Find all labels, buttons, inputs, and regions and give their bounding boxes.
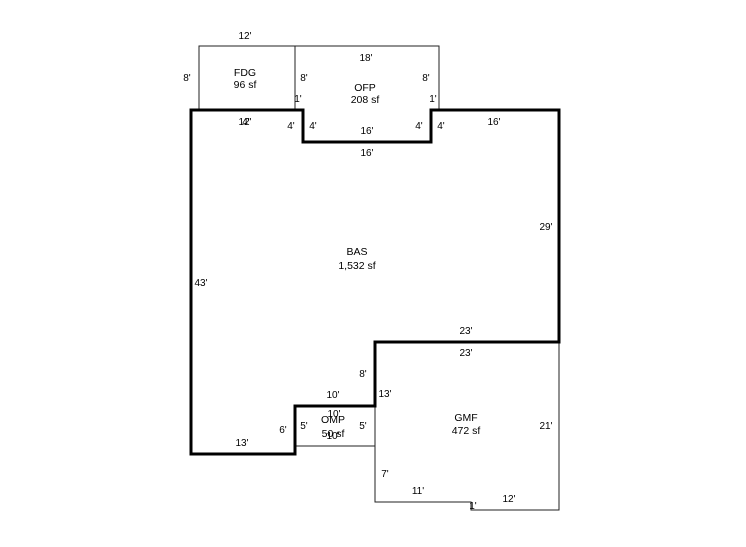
dim-notch-bottom-outer: 16' xyxy=(360,148,373,159)
dim-gmf-left-lower: 7' xyxy=(381,469,389,480)
dim-notch-right-inner: 4' xyxy=(415,121,423,132)
gmf-size: 472 sf xyxy=(452,425,481,437)
dim-omp-top-inner: 10' xyxy=(327,409,340,420)
dim-bas-left: 43' xyxy=(194,278,207,289)
dim-fdg-bottom-b: 4' xyxy=(242,117,250,128)
gmf-name: GMF xyxy=(454,412,477,424)
dim-gmf-bottom-left: 11' xyxy=(412,486,424,497)
gmf-outline xyxy=(374,342,560,511)
ofp-name: OFP xyxy=(354,82,376,94)
omp-size: 50 sf xyxy=(322,428,345,440)
dim-notch-left-outer: 4' xyxy=(287,121,295,132)
dim-bas-bottom: 13' xyxy=(235,438,248,449)
fdg-size: 96 sf xyxy=(234,79,257,91)
dim-ofp-top: 18' xyxy=(359,53,372,64)
dim-gmf-bottom-right: 12' xyxy=(502,494,515,505)
bas-outline xyxy=(189,108,561,456)
dim-omp-right: 5' xyxy=(359,421,367,432)
dim-omp-left: 5' xyxy=(300,421,308,432)
bas-size: 1,532 sf xyxy=(338,260,375,272)
dim-ofp-right: 8' xyxy=(422,73,430,84)
dim-notch-bottom-inner: 16' xyxy=(360,126,373,137)
dim-bas-step-top: 23' xyxy=(459,326,472,337)
dim-notch-right-outer: 4' xyxy=(437,121,445,132)
dim-gmf-bottom-notch: 1' xyxy=(469,501,477,512)
dim-gmf-top: 23' xyxy=(459,348,472,359)
ofp-size: 208 sf xyxy=(351,94,380,106)
dim-bas-step-left: 8' xyxy=(359,369,367,380)
bas-name: BAS xyxy=(346,246,367,258)
fdg-outline xyxy=(198,45,296,110)
dim-omp-top: 10' xyxy=(326,390,339,401)
dim-fdg-left: 8' xyxy=(183,73,191,84)
dim-ofp-one-left: 1' xyxy=(294,94,302,105)
dim-ofp-one-right: 1' xyxy=(429,94,437,105)
dim-fdg-top: 12' xyxy=(238,31,251,42)
ofp-outline xyxy=(295,45,440,110)
dim-bas-top-right: 16' xyxy=(487,117,500,128)
dim-gmf-right: 21' xyxy=(539,421,552,432)
dim-notch-left-inner: 4' xyxy=(309,121,317,132)
fdg-name: FDG xyxy=(234,67,256,79)
omp-name: OMP xyxy=(321,414,345,426)
dim-bas-right: 29' xyxy=(539,222,552,233)
dim-omp-bottom: 10' xyxy=(326,431,339,442)
dim-fdg-bottom-a: 12' xyxy=(238,117,251,128)
dim-ofp-left: 8' xyxy=(300,73,308,84)
dim-bas-step-small: 6' xyxy=(279,425,287,436)
dim-gmf-left-upper: 13' xyxy=(378,389,391,400)
